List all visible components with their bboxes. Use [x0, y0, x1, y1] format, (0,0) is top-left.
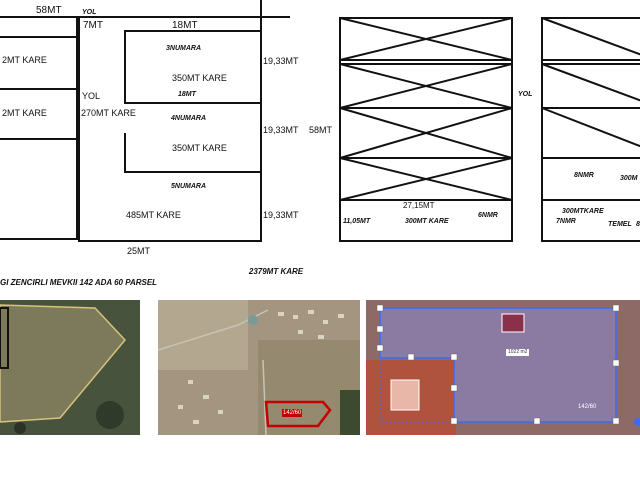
temel-suffix: 8	[636, 221, 640, 228]
lot6-area: 300MT KARE	[405, 218, 449, 225]
right-road-label: YOL	[518, 91, 533, 98]
aerial-photo-left	[0, 300, 140, 435]
right-area-label: 1022 m2	[506, 349, 530, 356]
road-top-length: 58MT	[36, 5, 62, 16]
lot5-depth: 19,33MT	[263, 210, 299, 220]
lot4-name: 4NUMARA	[171, 115, 206, 122]
left-area-2: 2MT KARE	[2, 108, 47, 118]
width-bottom-label: 25MT	[127, 246, 151, 256]
lot6-width: 27,15MT	[403, 201, 435, 210]
parcel-info-caption: GI ZENCIRLI MEVKII 142 ADA 60 PARSEL	[0, 278, 158, 287]
lot7-name: 7NMR	[556, 218, 576, 225]
left-box-bottom	[0, 238, 78, 240]
road-label-side: YOL	[82, 91, 101, 101]
side-length-label: 58MT	[309, 125, 333, 135]
road-width-label: 7MT	[83, 20, 103, 31]
aerial-photo-right: 1022 m2 142/60	[366, 300, 640, 435]
lot7-area: 300MTKARE	[562, 208, 604, 215]
aerial-photo-right-drawing	[366, 300, 640, 435]
aerial-photo-middle: 142/60	[158, 300, 360, 435]
width-top-label: 18MT	[172, 20, 198, 31]
left-box-divider-1	[0, 88, 78, 90]
road-label-top: YOL	[82, 9, 97, 16]
aerial-photo-left-drawing	[0, 300, 140, 435]
lot6-name: 6NMR	[478, 212, 498, 219]
lot3-depth: 19,33MT	[263, 56, 299, 66]
right-parcel-label: 142/60	[578, 404, 597, 410]
aerial-photo-middle-drawing	[158, 300, 360, 435]
lot5-area: 485MT KARE	[126, 210, 181, 220]
lot3-area: 350MT KARE	[172, 73, 227, 83]
middle-parcel-label: 142/60	[282, 409, 303, 417]
main-block-bottom	[78, 240, 262, 242]
road-area-label: 270MT KARE	[81, 108, 136, 118]
lot5-name: 5NUMARA	[171, 183, 206, 190]
lot4-depth: 19,33MT	[263, 125, 299, 135]
lot3-name: 3NUMARA	[166, 45, 201, 52]
temel-label: TEMEL	[608, 221, 632, 228]
left-column-edge	[76, 18, 78, 240]
left-box-top	[0, 36, 78, 38]
lot6-side: 11,05MT	[343, 218, 371, 225]
lot3-left-edge	[124, 30, 126, 102]
lot-divider-3-4	[124, 102, 262, 104]
left-area-1: 2MT KARE	[2, 55, 47, 65]
total-area-caption: 2379MT KARE	[248, 267, 304, 276]
lot4-left-edge	[124, 133, 126, 171]
main-block-left-edge	[78, 18, 80, 240]
road-top-line	[0, 16, 290, 18]
left-box-divider-2	[0, 138, 78, 140]
lot8-area: 300M	[620, 175, 638, 182]
lot8-name: 8NMR	[574, 172, 594, 179]
main-block-right-edge	[260, 0, 262, 242]
lot-divider-4-5	[124, 171, 262, 173]
lot4-width-label: 18MT	[178, 91, 196, 98]
lot4-area: 350MT KARE	[172, 143, 227, 153]
lot3-top-edge	[124, 30, 260, 32]
